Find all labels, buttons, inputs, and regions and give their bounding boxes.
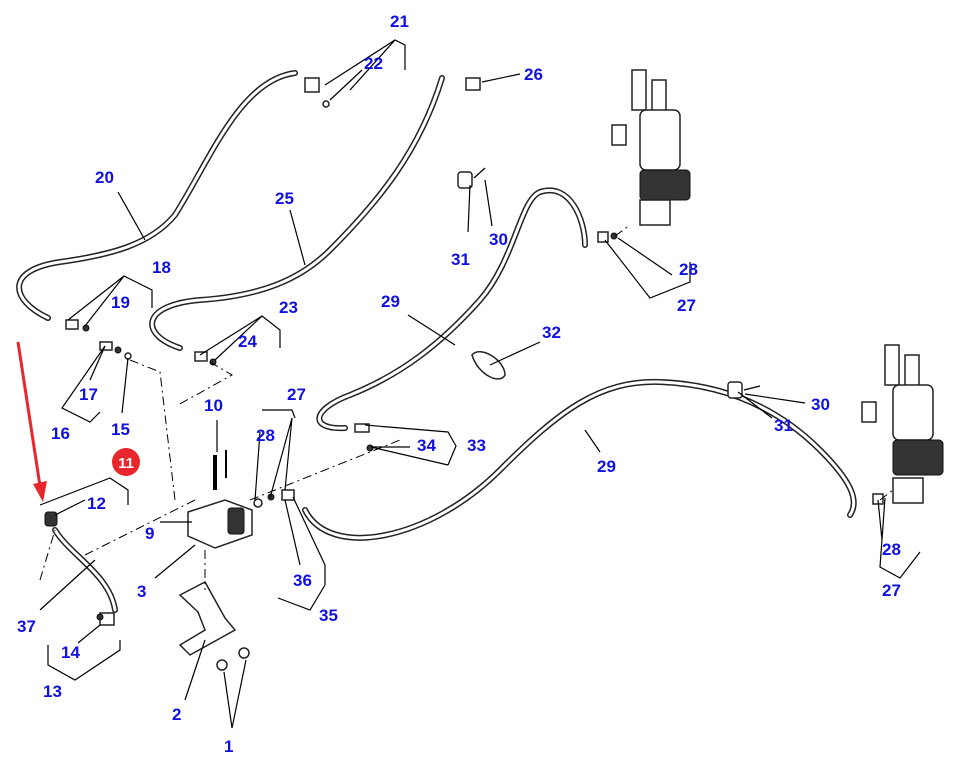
label-2: 2 <box>172 705 181 724</box>
leader-lines <box>39 39 921 729</box>
label-16: 16 <box>51 424 70 443</box>
label-12: 12 <box>87 494 106 513</box>
label-36: 36 <box>293 571 312 590</box>
label-1: 1 <box>224 737 233 756</box>
label-31: 31 <box>774 416 793 435</box>
label-27: 27 <box>677 296 696 315</box>
label-23: 23 <box>279 298 298 317</box>
label-20: 20 <box>95 168 114 187</box>
label-14: 14 <box>61 643 80 662</box>
label-15: 15 <box>111 420 130 439</box>
label-32: 32 <box>542 323 561 342</box>
callout-11-label: 11 <box>118 455 134 472</box>
hose-25 <box>149 75 445 351</box>
hose-29-upper <box>316 187 588 432</box>
label-3: 3 <box>137 582 146 601</box>
label-30: 30 <box>489 230 508 249</box>
hose-37 <box>52 527 118 613</box>
label-9: 9 <box>145 524 154 543</box>
solenoid-valve-lower <box>861 344 944 504</box>
fittings <box>44 77 884 626</box>
label-13: 13 <box>43 682 62 701</box>
label-28: 28 <box>679 260 698 279</box>
part-labels: 21 22 26 20 25 30 31 18 19 23 24 29 32 2… <box>17 12 901 756</box>
valve-block <box>187 499 253 549</box>
label-31: 31 <box>451 250 470 269</box>
label-19: 19 <box>111 293 130 312</box>
label-26: 26 <box>524 65 543 84</box>
label-21: 21 <box>390 12 409 31</box>
highlight-arrow <box>16 341 47 502</box>
label-33: 33 <box>467 436 486 455</box>
mounting-bracket <box>178 580 250 671</box>
label-28: 28 <box>256 426 275 445</box>
label-22: 22 <box>364 54 383 73</box>
label-27: 27 <box>882 581 901 600</box>
label-27: 27 <box>287 385 306 404</box>
label-25: 25 <box>275 189 294 208</box>
hose-20 <box>16 70 298 321</box>
label-24: 24 <box>238 332 257 351</box>
label-34: 34 <box>417 436 436 455</box>
label-17: 17 <box>79 385 98 404</box>
label-29: 29 <box>597 457 616 476</box>
label-37: 37 <box>17 617 36 636</box>
label-28: 28 <box>882 540 901 559</box>
label-29: 29 <box>381 292 400 311</box>
label-35: 35 <box>319 606 338 625</box>
dash-lines <box>39 224 894 590</box>
label-18: 18 <box>152 258 171 277</box>
label-30: 30 <box>811 395 830 414</box>
label-10: 10 <box>204 396 223 415</box>
solenoid-valve-upper <box>611 69 691 226</box>
highlight-callout-11: 11 <box>112 448 140 476</box>
hose-29-lower <box>302 378 857 541</box>
